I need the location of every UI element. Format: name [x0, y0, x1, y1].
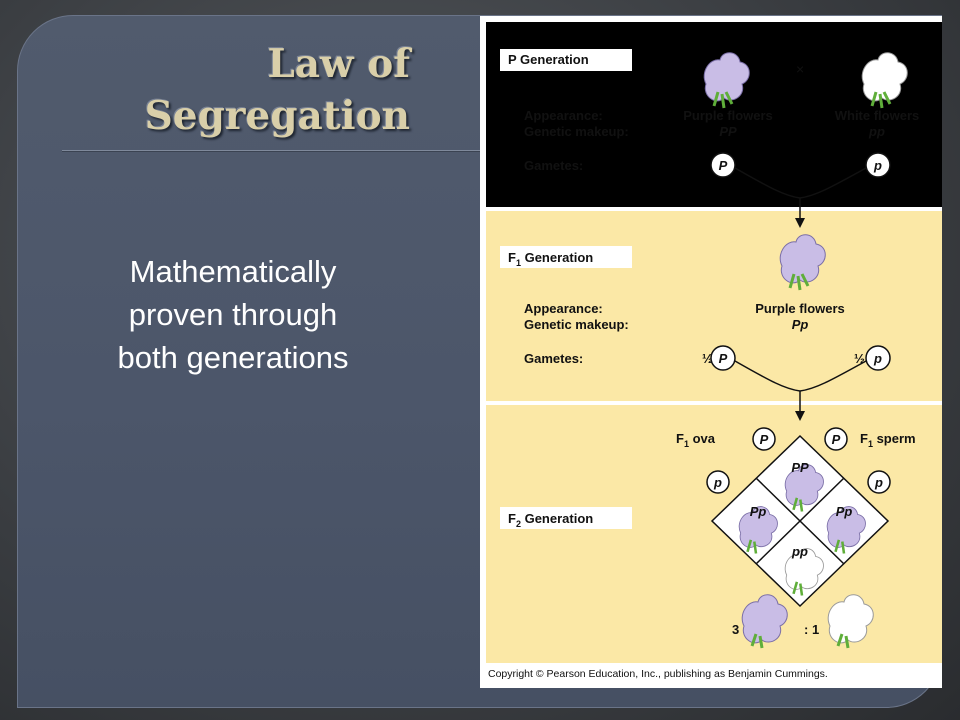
- title-line-2: Segregation: [144, 93, 410, 139]
- cell-bottom-flower-icon: [784, 548, 824, 596]
- ova-top-label: P: [760, 432, 769, 447]
- segregation-diagram: P Generation × Appearance: Genetic makeu…: [486, 22, 942, 663]
- f1-genotype: Pp: [792, 317, 809, 332]
- p-makeup-label: Genetic makeup:: [524, 124, 629, 139]
- p-purple-genotype: PP: [719, 124, 737, 139]
- p-gamete-right-label: p: [873, 158, 882, 173]
- p-gametes-label: Gametes:: [524, 158, 583, 173]
- cell-left-flower-icon: [738, 506, 778, 554]
- title-divider: [62, 150, 482, 151]
- cell-top-genotype: PP: [791, 460, 809, 475]
- cross-symbol: ×: [796, 61, 804, 77]
- cell-left-genotype: Pp: [750, 504, 767, 519]
- p-generation-label: P Generation: [508, 52, 589, 67]
- f1-makeup-label: Genetic makeup:: [524, 317, 629, 332]
- ova-bottom-label: p: [713, 475, 722, 490]
- p-white-genotype: pp: [868, 124, 885, 139]
- body-line-3: both generations: [117, 340, 349, 375]
- f1-arrow-head-icon: [795, 411, 805, 421]
- f2-generation-label-box: [500, 507, 632, 529]
- cell-right-genotype: Pp: [836, 504, 853, 519]
- p-gamete-left: [710, 152, 736, 178]
- p-white-name: White flowers: [835, 108, 920, 123]
- sperm-bottom-label: p: [874, 475, 883, 490]
- body-line-2: proven through: [128, 297, 338, 332]
- f1-generation-label: F1 Generation: [508, 250, 593, 268]
- f1-half-left: ½: [702, 351, 713, 366]
- punnett-divider-2: [755, 477, 845, 565]
- body-line-1: Mathematically: [129, 254, 337, 289]
- f1-gamete-right: [865, 345, 891, 371]
- cell-right-flower-icon: [826, 506, 866, 554]
- f1-gamete-right-label: p: [873, 351, 882, 366]
- p-purple-name: Purple flowers: [683, 108, 773, 123]
- p-generation-label-box: [500, 49, 632, 71]
- white-flower-icon: [861, 52, 908, 109]
- f1-appearance-label: Appearance:: [524, 301, 603, 316]
- sperm-top-circle: [824, 427, 848, 451]
- slide-body-text: Mathematically proven through both gener…: [88, 250, 378, 379]
- f1-purple-flower-icon: [779, 234, 826, 291]
- f1-gamete-left-label: P: [719, 351, 728, 366]
- f1-generation-panel: [486, 211, 942, 401]
- sperm-top-label: P: [832, 432, 841, 447]
- ova-top-circle: [752, 427, 776, 451]
- f1-gamete-left: [710, 345, 736, 371]
- genetics-figure: P Generation × Appearance: Genetic makeu…: [480, 16, 942, 688]
- p-appearance-label: Appearance:: [524, 108, 603, 123]
- ova-bottom-circle: [706, 470, 730, 494]
- f1-gametes-label: Gametes:: [524, 351, 583, 366]
- cell-top-flower-icon: [784, 464, 824, 512]
- f1-flower-name: Purple flowers: [755, 301, 845, 316]
- p-arrow-head-icon: [795, 218, 805, 228]
- copyright-notice: Copyright © Pearson Education, Inc., pub…: [488, 668, 828, 680]
- ratio-white-flower-icon: [827, 594, 874, 649]
- f1-generation-label-box: [500, 246, 632, 268]
- cell-bottom-genotype: pp: [791, 544, 808, 559]
- title-line-1: Law of: [267, 41, 410, 87]
- sperm-bottom-circle: [867, 470, 891, 494]
- ratio-left: 3: [732, 622, 739, 637]
- f2-generation-label: F2 Generation: [508, 511, 593, 529]
- f1-sperm-label: F1 sperm: [860, 431, 916, 449]
- ratio-right: : 1: [804, 622, 819, 637]
- f1-ova-label: F1 ova: [676, 431, 716, 449]
- f1-half-right: ½: [854, 351, 865, 366]
- p-gamete-right: [865, 152, 891, 178]
- p-gamete-left-label: P: [719, 158, 728, 173]
- slide-title: Law of Segregation: [60, 38, 410, 142]
- purple-flower-icon: [703, 52, 750, 109]
- ratio-purple-flower-icon: [741, 594, 788, 649]
